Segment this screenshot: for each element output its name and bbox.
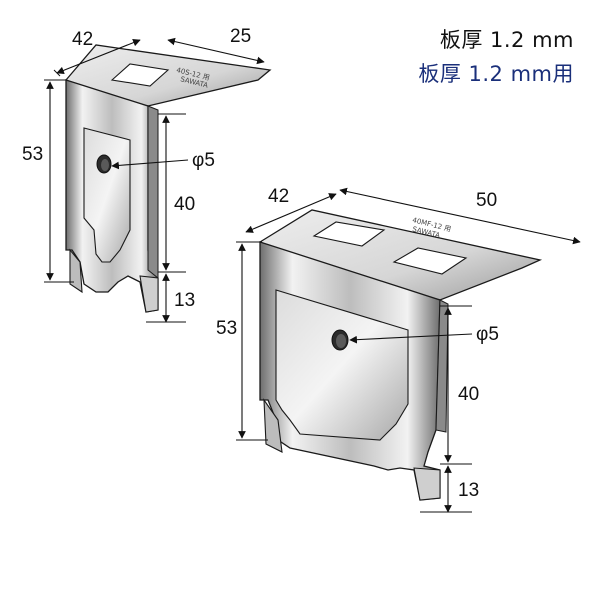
small-bracket-tail [139,275,159,313]
small-bracket-inset-panel [83,127,131,263]
large-bracket-slot-right [392,247,468,275]
small-width-label: 42 [72,29,93,50]
large-bracket-inset-panel [275,289,409,441]
large-depth-dimension-line [339,187,581,245]
small-bracket-dimensions: 42 25 53 40 13 φ5 [22,26,265,323]
small-hole-label: φ5 [192,150,215,171]
large-height-label: 53 [216,318,237,339]
large-hook-length-label: 40 [458,384,479,405]
large-bracket-hook [263,398,283,453]
large-bracket: 40MF-12 用 SAWATA [258,209,543,501]
large-hook-gap-label: 13 [458,480,479,501]
spec-thickness-small: 板厚 1.2 mm [439,28,574,52]
large-bracket-hole-inner [336,334,346,348]
large-width-label: 42 [268,186,289,207]
small-depth-dimension-line [167,37,265,65]
large-depth-label: 50 [476,190,497,211]
small-hole-leader [111,159,189,170]
small-hook-length-label: 40 [174,194,195,215]
small-bracket-hole-inner [101,159,109,171]
large-width-dimension-line [245,193,337,233]
small-width-dimension-line [56,38,141,75]
small-hook-gap-label: 13 [174,290,195,311]
large-hole-leader [349,333,473,344]
large-hole-label: φ5 [476,324,499,345]
small-height-label: 53 [22,144,43,165]
large-bracket-dimensions: 42 50 53 40 13 φ5 [216,186,581,513]
large-bracket-tail [413,467,441,501]
spec-thickness-large: 板厚 1.2 mm用 [418,62,574,86]
small-bracket: 40S-12 用 SAWATA [64,44,272,313]
small-depth-label: 25 [230,26,251,47]
small-bracket-side-edge [147,105,159,280]
